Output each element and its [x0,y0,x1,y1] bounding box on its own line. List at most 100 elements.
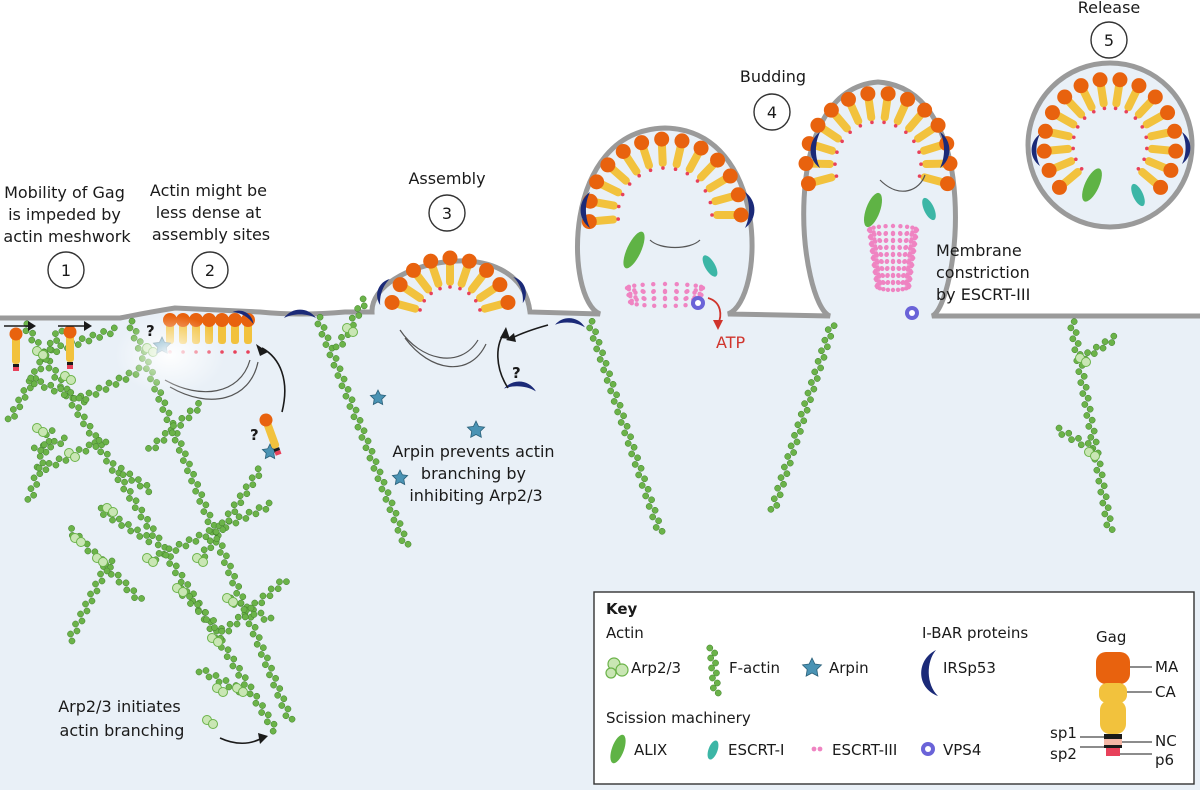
irsp53-protein [504,381,536,392]
p6-domain [1091,109,1096,114]
free-gag [259,413,282,456]
irsp53-protein [810,132,820,168]
p6-domain [418,308,422,312]
step-3: 3 [428,194,466,232]
escrt-i-protein [922,197,936,221]
step4-label: Budding [740,67,806,86]
arp23-complex [232,683,248,697]
question-mark: ? [250,426,259,444]
p6-domain [917,150,921,155]
p6-domain [1075,125,1080,129]
ma-domain [693,140,709,156]
p6-domain [695,179,700,183]
ma-domain [930,117,946,133]
ma-domain [800,176,816,192]
p6-domain [917,174,922,178]
p6-domain [616,217,620,221]
ma-domain [1163,162,1179,178]
key-arpin-label: Arpin [829,659,869,677]
p6-domain [438,286,442,291]
ma-domain [722,168,738,184]
step5-label: Release [1078,0,1141,17]
p6-domain [448,285,452,289]
ma-domain [500,294,516,310]
ma-domain [654,131,670,147]
ma-domain [1160,105,1176,121]
ma-domain [405,262,421,278]
p6-domain [637,173,641,178]
ma-domain [733,207,749,223]
step-4: 4 [753,93,791,131]
irsp53-protein [580,192,590,228]
arpin-note: Arpin prevents actin branching by inhibi… [392,442,559,505]
ma-domain [880,86,896,102]
ma-domain [860,86,876,102]
step1-label: Mobility of Gag is impeded by actin mesh… [3,183,131,246]
actin-filament [145,400,202,452]
key-scission-header: Scission machinery [606,709,751,727]
step-2: 2 [191,251,229,289]
svg-text:5: 5 [1104,31,1114,50]
key-escrt1-symbol [707,740,719,760]
p6-domain [627,182,632,186]
free-gag [9,327,23,371]
p6-domain [1136,166,1141,171]
arpin-protein [801,657,823,677]
arrow-heads [28,321,516,744]
arp23-complex [92,553,108,567]
ma-domain [1168,143,1184,159]
key-actin-header: Actin [606,624,644,642]
arp23-complex [212,683,228,697]
ma-domain [384,294,400,310]
ma-domain [1167,123,1183,139]
actin-filament [1055,424,1095,454]
p6-domain [703,189,708,193]
actin-filament [67,557,116,645]
escrt-iii-spiral [866,223,920,293]
key-arpin-symbol [801,657,823,677]
p6-domain [685,171,690,176]
p6-domain [620,192,625,197]
arp23-complex [202,715,218,729]
p6-domain [835,150,839,155]
arp23-complex [60,371,76,385]
ma-domain [215,313,229,327]
key-gag-leaders [1080,666,1152,755]
ma-domain [730,187,746,203]
alix-protein [623,231,645,269]
key-irsp53-label: IRSp53 [943,659,996,677]
ma-domain [1036,143,1052,159]
ma-domain [1051,179,1067,195]
arp23-complex [64,448,80,462]
gag-lattice-layer [163,72,1184,354]
key-nc-label: NC [1155,732,1177,750]
free-gag [63,325,77,369]
ma-domain [1044,105,1060,121]
p6-domain [1082,116,1087,120]
key-factin-symbol [706,644,722,697]
key-arp23-label: Arp2/3 [631,659,681,677]
key-ma-label: MA [1155,658,1179,676]
vps4-marker [691,296,705,310]
arp23-complex [1075,353,1091,367]
ma-domain [615,144,631,160]
key-escrt3-label: ESCRT-III [832,741,897,759]
irsp53-layer [232,132,1191,392]
actin-filament [332,295,368,351]
ma-domain [492,277,508,293]
p6-domain [478,308,482,312]
irsp53-protein [940,132,950,168]
ma-domain [241,313,255,327]
p6-domain [1113,106,1118,111]
ma-domain [940,176,956,192]
key-sp2-label: sp2 [1050,745,1077,763]
arp23-complex [142,553,158,567]
p6-domain [919,162,923,166]
irsp53-protein [232,310,254,324]
actin-filament [30,434,68,454]
p6-domain [834,174,839,178]
irsp53-protein [745,192,755,228]
gag-arc [1036,72,1184,195]
alix-protein [863,192,883,228]
